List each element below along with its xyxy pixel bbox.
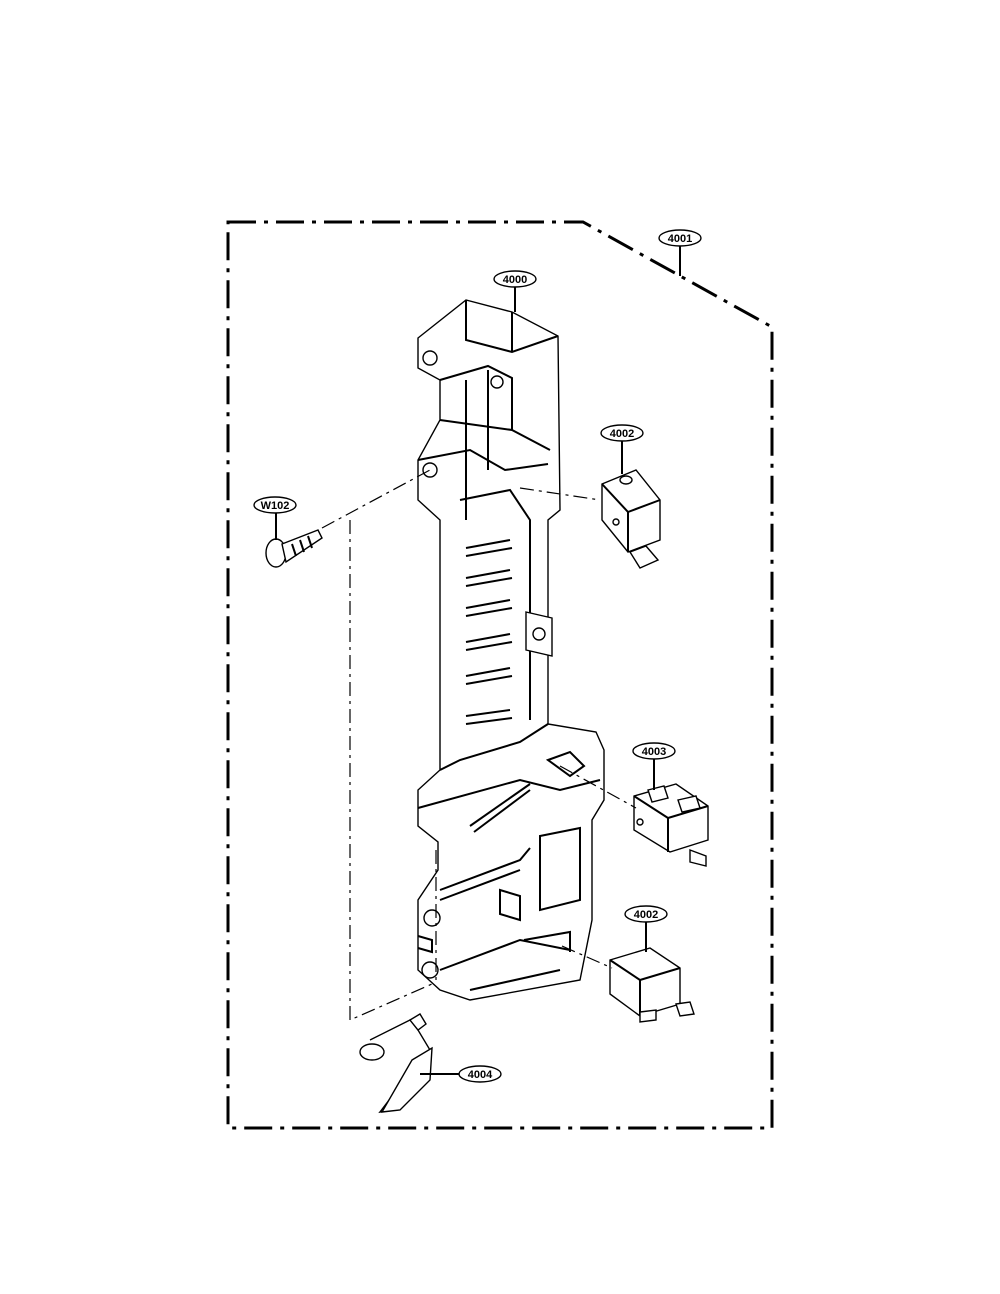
callout-switch-bottom: 4002: [624, 905, 668, 952]
callout-assembly: 4001: [658, 229, 702, 276]
callout-switch-top: 4002: [600, 424, 644, 474]
callout-switch-middle: 4003: [632, 742, 676, 790]
latch-board: [417, 299, 605, 1001]
callout-lever: 4004: [420, 1065, 502, 1083]
assembly-boundary: [226, 220, 774, 1130]
switch-bottom: [609, 947, 695, 1023]
label-4003: 4003: [642, 746, 666, 758]
label-w102: W102: [261, 500, 290, 512]
label-4002-bottom: 4002: [634, 909, 658, 921]
label-4002-top: 4002: [610, 428, 634, 440]
switch-middle: [633, 783, 709, 867]
switch-top: [601, 469, 661, 569]
screw: [265, 529, 323, 568]
label-4001: 4001: [668, 233, 692, 245]
label-4004: 4004: [468, 1069, 493, 1081]
lever: [359, 1013, 433, 1114]
callout-screw: W102: [253, 496, 297, 540]
callout-latch-board: 4000: [493, 270, 537, 312]
label-4000: 4000: [503, 274, 527, 286]
guide-lines: [321, 469, 637, 1021]
